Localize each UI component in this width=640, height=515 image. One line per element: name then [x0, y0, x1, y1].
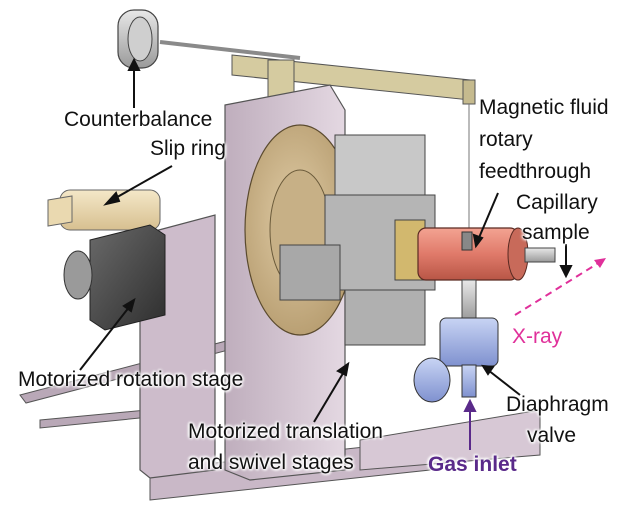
front-bracket — [359, 409, 541, 471]
rotation-stage-label: Motorized rotation stage — [18, 368, 244, 391]
translation-label-line1: Motorized translation — [188, 420, 383, 443]
rotation-motor — [89, 224, 166, 331]
diaphragm-label-line2: valve — [527, 424, 577, 447]
xray-beam — [514, 261, 601, 316]
feedthrough-leader — [477, 192, 499, 241]
slip-ring — [59, 189, 161, 231]
gas-inlet-label: Gas inlet — [428, 453, 517, 476]
magnetic-fluid-label-line2: rotary — [479, 128, 533, 151]
slip-ring-leader — [111, 165, 173, 201]
diaphragm-valve — [439, 317, 499, 367]
stage-block-top — [334, 134, 426, 196]
translation-label-line2: and swivel stages — [188, 451, 354, 474]
magnetic-fluid-label-line3: feedthrough — [479, 160, 592, 183]
diaphragm-label-line1: Diaphragm — [506, 393, 609, 416]
capillary-label-line1: Capillary — [516, 191, 598, 214]
magnetic-fluid-label-line1: Magnetic fluid — [479, 96, 609, 119]
rotation-stage-leader — [79, 305, 131, 371]
valve-knob — [413, 357, 451, 403]
diaphragm-leader — [487, 369, 521, 396]
slip-ring-label: Slip ring — [150, 137, 226, 160]
translation-leader — [313, 369, 346, 423]
counterbalance-label: Counterbalance — [64, 108, 213, 131]
xray-label: X-ray — [512, 325, 563, 348]
capillary-label-line2: sample — [522, 221, 590, 244]
